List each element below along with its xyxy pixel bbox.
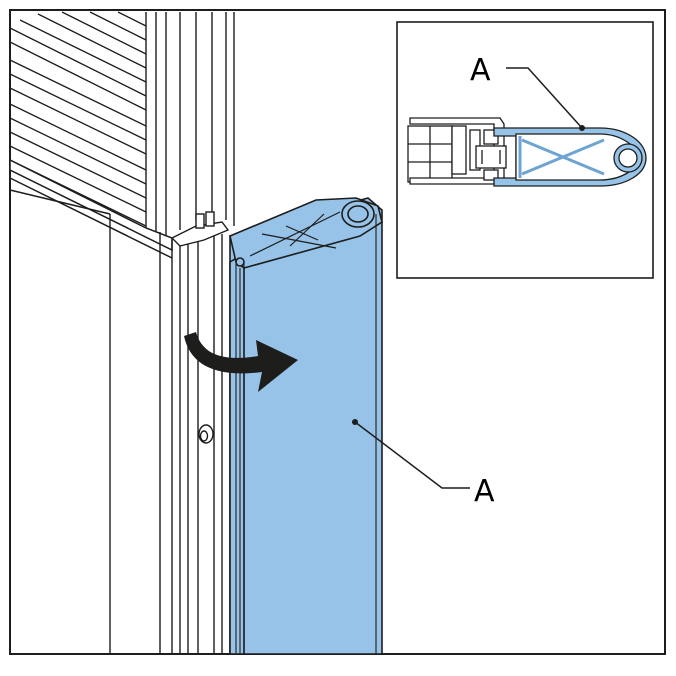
inset-cross-section — [407, 117, 647, 187]
screw-icon — [198, 424, 214, 444]
rotation-arrow-icon — [184, 332, 298, 392]
guide-rails — [145, 12, 235, 236]
shutter-slats — [9, 11, 147, 227]
cover-profile — [229, 197, 383, 655]
cover-left-lip — [229, 254, 245, 655]
callout-leader-main — [352, 419, 470, 489]
shutter-bottom-rail — [9, 158, 173, 259]
callout-leader-inset — [506, 67, 585, 131]
callout-label-main: A — [474, 474, 495, 509]
rail-top-profile — [170, 211, 230, 247]
wall-frame — [109, 214, 223, 654]
callout-label-inset: A — [470, 53, 491, 88]
